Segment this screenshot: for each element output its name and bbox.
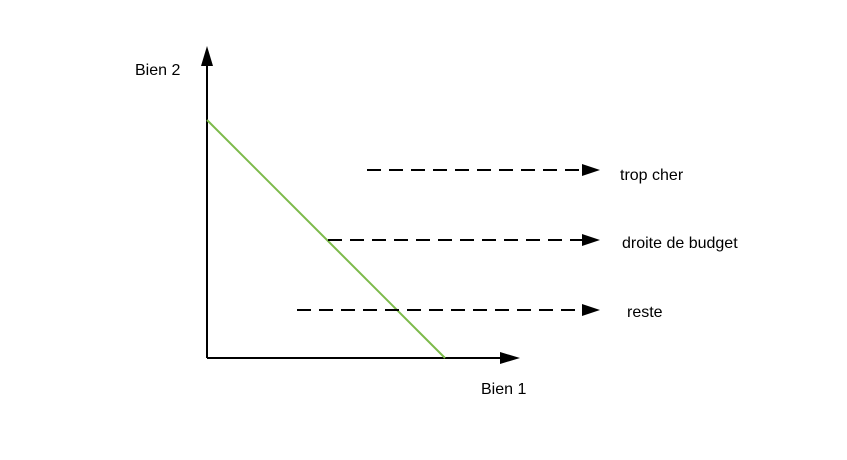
budget-line [206, 119, 446, 359]
arrow-reste: reste [297, 304, 663, 321]
arrow-droite-de-budget-head [582, 234, 600, 246]
x-axis-label: Bien 1 [481, 381, 526, 398]
y-axis-label: Bien 2 [135, 62, 180, 79]
x-axis-arrowhead [500, 352, 520, 364]
arrow-droite-de-budget: droite de budget [328, 234, 738, 252]
arrow-trop-cher-label: trop cher [620, 167, 684, 184]
arrow-reste-label: reste [627, 304, 663, 321]
arrow-trop-cher: trop cher [367, 164, 684, 184]
y-axis-arrowhead [201, 46, 213, 66]
arrow-reste-head [582, 304, 600, 316]
arrow-droite-de-budget-label: droite de budget [622, 235, 738, 252]
arrow-trop-cher-head [582, 164, 600, 176]
